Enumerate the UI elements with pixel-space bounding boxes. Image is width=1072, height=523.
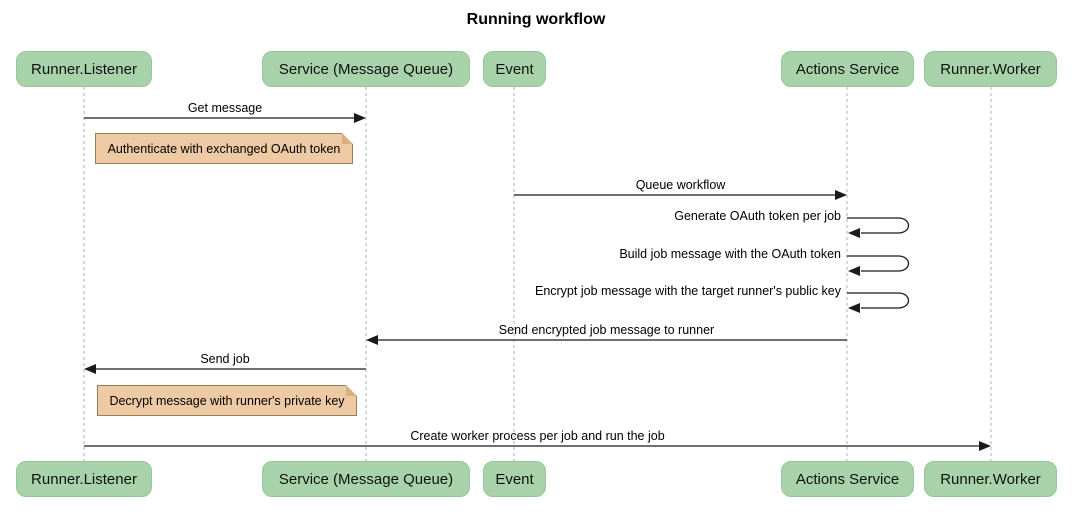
arrowhead-send-job (84, 364, 96, 374)
message-label-build-job-message: Build job message with the OAuth token (619, 247, 841, 261)
selfloop-build-job-message (847, 255, 910, 272)
participant-label: Event (495, 470, 534, 488)
arrowhead-queue-workflow (835, 190, 847, 200)
message-label-send-job: Send job (200, 352, 250, 366)
arrowhead-encrypt-job-message (848, 303, 860, 313)
arrowhead-get-message (354, 113, 366, 123)
participant-top-actions-service: Actions Service (781, 51, 914, 87)
participant-bottom-actions-service: Actions Service (781, 461, 914, 497)
participant-top-runner-listener: Runner.Listener (16, 51, 152, 87)
participant-label: Actions Service (795, 470, 900, 488)
note-authenticate-oauth: Authenticate with exchanged OAuth token (95, 133, 353, 164)
message-label-queue-workflow: Queue workflow (635, 178, 726, 192)
participant-label: Service (Message Queue) (278, 470, 454, 488)
participant-bottom-runner-worker: Runner.Worker (924, 461, 1057, 497)
arrowhead-send-encrypted-job-message (366, 335, 378, 345)
participant-label: Service (Message Queue) (278, 60, 454, 78)
note-text: Decrypt message with runner's private ke… (109, 393, 345, 408)
message-label-encrypt-job-message: Encrypt job message with the target runn… (534, 284, 841, 298)
participant-top-event: Event (483, 51, 546, 87)
participant-label: Runner.Listener (31, 470, 137, 488)
selfloop-encrypt-job-message (847, 292, 910, 309)
participant-bottom-service-message-queue: Service (Message Queue) (262, 461, 470, 497)
arrowhead-generate-oauth-token (848, 228, 860, 238)
participant-top-runner-worker: Runner.Worker (924, 51, 1057, 87)
arrowhead-create-worker-process (979, 441, 991, 451)
participant-label: Actions Service (795, 60, 900, 78)
arrowhead-build-job-message (848, 266, 860, 276)
message-label-send-encrypted-job-message: Send encrypted job message to runner (498, 323, 715, 337)
message-label-get-message: Get message (187, 101, 263, 115)
message-label-create-worker-process: Create worker process per job and run th… (410, 429, 665, 443)
participant-label: Runner.Worker (940, 60, 1041, 78)
participant-bottom-runner-listener: Runner.Listener (16, 461, 152, 497)
message-label-generate-oauth-token: Generate OAuth token per job (674, 209, 841, 223)
note-text: Authenticate with exchanged OAuth token (107, 141, 341, 156)
note-decrypt-private-key: Decrypt message with runner's private ke… (97, 385, 357, 416)
participant-label: Event (495, 60, 534, 78)
diagram-title: Running workflow (466, 11, 606, 28)
selfloop-generate-oauth-token (847, 217, 910, 234)
participant-bottom-event: Event (483, 461, 546, 497)
participant-top-service-message-queue: Service (Message Queue) (262, 51, 470, 87)
participant-label: Runner.Listener (31, 60, 137, 78)
participant-label: Runner.Worker (940, 470, 1041, 488)
